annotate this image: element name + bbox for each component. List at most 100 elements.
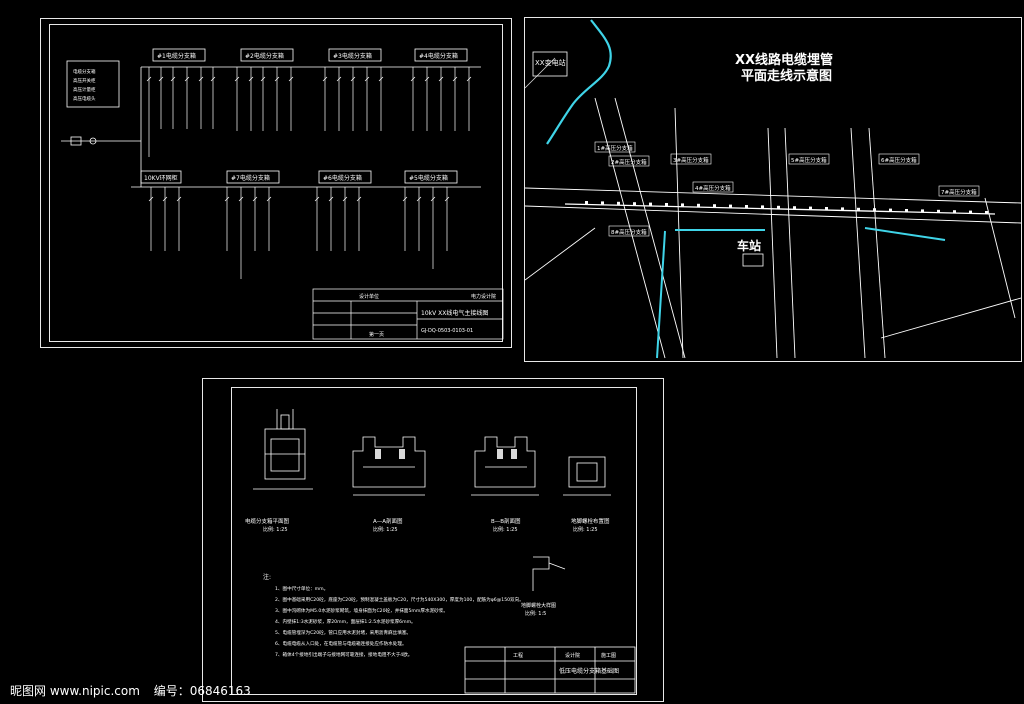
foundation-frame bbox=[231, 387, 637, 695]
foundation-title: 低压电缆分支箱基础图 bbox=[559, 667, 619, 675]
note-6: 6、电缆电缆从入口处，在电缆管与电缆箱连接处应作防水处理。 bbox=[275, 640, 407, 647]
switch-symbol bbox=[176, 196, 182, 202]
route-branch-8: 8#高压分支箱 bbox=[611, 228, 647, 236]
branch-box-1: #1电缆分支箱 bbox=[157, 52, 196, 60]
note-4: 4、内壁抹1:3水泥砂浆，厚20mm，面层抹1:2.5水泥砂浆厚6mm。 bbox=[275, 618, 416, 625]
branch-box-5: #5电缆分支箱 bbox=[409, 174, 448, 182]
switch-symbol bbox=[364, 76, 370, 82]
legend-item-1: 电缆分支箱 bbox=[73, 68, 96, 75]
cable-well-node bbox=[649, 202, 652, 206]
switch-symbol bbox=[274, 76, 280, 82]
route-branch-2: 2#高压分支箱 bbox=[611, 158, 647, 166]
route-branch-6: 6#高压分支箱 bbox=[881, 156, 917, 164]
cable-well-node bbox=[841, 207, 844, 211]
cable-well-node bbox=[985, 211, 988, 214]
cable-well-node bbox=[937, 209, 940, 213]
switch-symbol bbox=[184, 76, 190, 82]
title-block-company: 电力设计院 bbox=[471, 293, 496, 300]
route-plan-drawing: XX变电站 XX线路电缆埋管 平面走线示意图 车站 bbox=[525, 19, 1021, 359]
note-3: 3、图中沟砌体为M5.0水泥砂浆砌筑，墙身抹面为C20砼，并抹面5mm厚水泥砂浆… bbox=[275, 607, 448, 614]
cable-well-node bbox=[617, 201, 620, 205]
switch-symbol bbox=[350, 76, 356, 82]
substation-label: XX变电站 bbox=[535, 58, 566, 67]
detail-label: 地脚螺栓大样图 bbox=[521, 602, 556, 609]
cable-well-node bbox=[697, 203, 700, 207]
switch-symbol bbox=[416, 196, 422, 202]
legend-item-4: 高压电缆头 bbox=[73, 95, 96, 102]
title-block-designer: 设计单位 bbox=[359, 293, 379, 300]
route-branch-4: 4#高压分支箱 bbox=[695, 184, 731, 192]
cable-well-node bbox=[777, 205, 780, 209]
route-plan-title-2: 平面走线示意图 bbox=[741, 68, 832, 84]
cable-well-node bbox=[729, 204, 732, 208]
switch-symbol bbox=[234, 76, 240, 82]
title-block-title: 10kV XX线电气主接线图 bbox=[421, 309, 488, 317]
switch-symbol bbox=[424, 76, 430, 82]
scale-b: 比例: 1:25 bbox=[493, 526, 518, 533]
switch-symbol bbox=[248, 76, 254, 82]
cable-well-node bbox=[969, 210, 972, 214]
legend-item-3: 高压计量柜 bbox=[73, 86, 96, 93]
note-1: 1、图中尺寸单位：mm。 bbox=[275, 585, 328, 592]
route-branch-3: 3#高压分支箱 bbox=[673, 156, 709, 164]
switch-symbol bbox=[260, 76, 266, 82]
route-plan-sheet: XX变电站 XX线路电缆埋管 平面走线示意图 车站 bbox=[524, 17, 1022, 362]
foundation-sheet: 电缆分支箱平面图 A—A剖面图 B—B剖面图 地脚螺栓布置图 比例: 1:25 … bbox=[202, 378, 664, 702]
section-label-anchor: 地脚螺栓布置图 bbox=[571, 517, 610, 525]
title-block-drawing-no: GJ-DQ-0503-0103-01 bbox=[421, 328, 473, 334]
switch-symbol bbox=[466, 76, 472, 82]
switch-symbol bbox=[146, 76, 152, 82]
switch-symbol bbox=[266, 196, 272, 202]
watermark-id: 编号：06846163 bbox=[153, 684, 251, 698]
cable-well-node bbox=[633, 202, 636, 206]
route-branch-7: 7#高压分支箱 bbox=[941, 188, 977, 196]
cable-well-node bbox=[713, 204, 716, 208]
section-label-a: A—A剖面图 bbox=[373, 517, 403, 525]
notes-title: 注: bbox=[263, 573, 271, 581]
route-plan-title-1: XX线路电缆埋管 bbox=[735, 52, 833, 68]
switch-symbol bbox=[224, 196, 230, 202]
cable-well-node bbox=[825, 207, 828, 210]
section-label-plan: 电缆分支箱平面图 bbox=[245, 517, 290, 525]
cable-well-node bbox=[681, 203, 684, 207]
switch-symbol bbox=[356, 196, 362, 202]
cable-well-node bbox=[873, 208, 876, 212]
detail-scale: 比例: 1:5 bbox=[525, 610, 546, 617]
watermark: 昵图网 www.nipic.com 编号：06846163 bbox=[10, 682, 251, 699]
foundation-drawing: 电缆分支箱平面图 A—A剖面图 B—B剖面图 地脚螺栓布置图 比例: 1:25 … bbox=[245, 409, 636, 694]
switch-symbol bbox=[452, 76, 458, 82]
switch-symbol bbox=[378, 76, 384, 82]
switch-symbol bbox=[148, 196, 154, 202]
switch-symbol bbox=[288, 76, 294, 82]
switch-symbol bbox=[402, 196, 408, 202]
switch-symbol bbox=[314, 196, 320, 202]
title-block-sheet: 第一页 bbox=[369, 331, 384, 338]
cable-well-node bbox=[761, 205, 764, 209]
scale-a: 比例: 1:25 bbox=[373, 526, 398, 533]
switch-symbol bbox=[210, 76, 216, 82]
switch-symbol bbox=[238, 196, 244, 202]
switch-symbol bbox=[444, 196, 450, 202]
legend-item-2: 高压开关柜 bbox=[73, 77, 96, 84]
route-branch-5: 5#高压分支箱 bbox=[791, 156, 827, 164]
switch-symbol bbox=[438, 76, 444, 82]
station-label: 车站 bbox=[737, 238, 761, 253]
branch-box-ring: 10KV环网柜 bbox=[144, 174, 178, 182]
wiring-diagram-sheet: 10kV XX线电气主接线图 电力设计院 GJ-DQ-0503-0103-01 … bbox=[40, 18, 512, 348]
watermark-site: 昵图网 www.nipic.com bbox=[10, 684, 140, 698]
cable-well-node bbox=[745, 205, 748, 208]
wiring-diagram-drawing: 10kV XX线电气主接线图 电力设计院 GJ-DQ-0503-0103-01 … bbox=[61, 48, 504, 340]
cable-well-node bbox=[921, 209, 924, 213]
cable-well-node bbox=[953, 210, 956, 214]
switch-symbol bbox=[328, 196, 334, 202]
cable-well-node bbox=[585, 201, 588, 204]
scale-anchor: 比例: 1:25 bbox=[573, 526, 598, 533]
cable-well-node bbox=[793, 206, 796, 210]
switch-symbol bbox=[158, 76, 164, 82]
switch-symbol bbox=[198, 76, 204, 82]
foundation-company: 设计院 bbox=[565, 652, 580, 659]
route-branch-1: 1#高压分支箱 bbox=[597, 144, 633, 152]
switch-symbol bbox=[170, 76, 176, 82]
cable-well-node bbox=[889, 208, 892, 212]
branch-box-4: #4电缆分支箱 bbox=[419, 52, 458, 60]
